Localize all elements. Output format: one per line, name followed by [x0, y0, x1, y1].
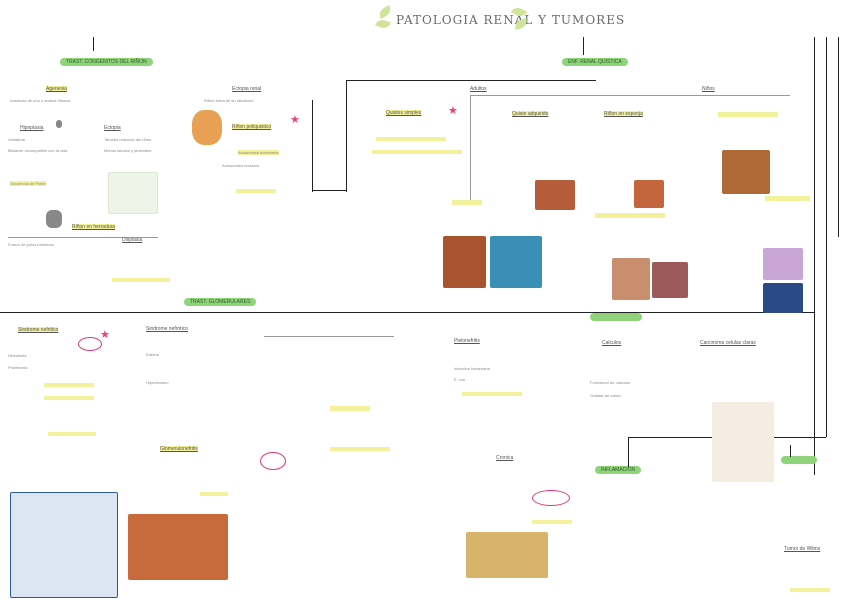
header-ectopia: Ectopia: [104, 125, 121, 131]
highlight-circle: [532, 490, 570, 506]
text-poliq-note: [236, 189, 276, 193]
header-quistes-simples: Quistes simples: [386, 110, 422, 116]
header-gn-sub3: [340, 340, 372, 345]
text-ectopia: Riñon fuera de su ubicacion: [204, 98, 254, 103]
text-tamano: Tamaño reducido del riñon: [104, 137, 152, 142]
text-infeccion: Infeccion bacteriana: [454, 366, 490, 371]
header-cronica: Cronica: [496, 455, 514, 461]
kidney-photo: [634, 180, 664, 208]
text-note-a: [44, 383, 94, 387]
header-gn-sub2: [250, 340, 282, 345]
text-unilateral: Unilateral: [8, 137, 25, 142]
header-quiste-adquirido: Quiste adquirido: [512, 111, 549, 117]
kidney-photo: [652, 262, 688, 298]
header-adultos: Adultos: [470, 86, 487, 92]
text-edema: Edema: [146, 352, 159, 357]
header-medular: Riñon en esponja: [604, 111, 643, 117]
header-poliquistico: Riñon poliquistico: [232, 124, 272, 130]
header-displasia: Displasia: [122, 237, 143, 243]
highlight-circle: [78, 337, 102, 351]
kidney-icon: [56, 120, 62, 128]
table-image: [10, 492, 118, 598]
header-agenesia: Agenesia: [46, 86, 67, 92]
header-gn: Glomerulonefritis: [160, 446, 198, 452]
text-potter: Secuencia de Potter: [10, 181, 47, 186]
tumor-photo: [763, 283, 803, 313]
text-lobulos: Menos lobulos y piramides: [104, 148, 152, 153]
header-pielo: [718, 112, 778, 117]
text-hematuria: Hematuria: [8, 353, 27, 358]
text-infl-note: [462, 392, 522, 396]
text-fusion: Fusion de polos inferiores: [8, 242, 54, 247]
header-poliquistosis-adulto: [452, 200, 482, 205]
kidney-photo: [612, 258, 650, 300]
star-icon: ★: [100, 329, 110, 341]
text-recesiva: Autosomica recesiva: [222, 163, 259, 168]
page-title: PATOLOGIA RENAL Y TUMORES: [396, 13, 626, 27]
header-tumor-wilms: Tumor de Wilms: [784, 546, 821, 552]
leaf-icon: [376, 5, 394, 19]
urinary-tract-diagram: [712, 402, 774, 482]
text-oxalato: Oxalato de calcio: [590, 393, 621, 398]
section-tumores: [781, 456, 817, 464]
text-proteinuria: Proteinuria: [8, 365, 28, 370]
section-inflamacion: INFLAMACION: [595, 466, 642, 474]
header-niños: Niños: [702, 86, 715, 92]
text-note-c: [48, 432, 96, 436]
highlight-circle: [260, 452, 286, 470]
text-calculos: Formacion de calculos: [590, 380, 631, 385]
kidney-photo: [722, 150, 770, 194]
text-hipertension: Hipertension: [146, 380, 169, 385]
text-ecoli: E. coli: [454, 377, 465, 382]
section-quistica: ENF. RENAL QUISTICA: [562, 58, 628, 66]
kidney-photo-large: [443, 236, 486, 288]
text-note-b: [44, 396, 94, 400]
header-pielonefritis: Pielonefritis: [454, 338, 480, 344]
header-riñon-herradura: Riñon en herradura: [72, 224, 116, 230]
section-congenitos: TRAST. CONGENITOS DEL RIÑON: [60, 58, 153, 66]
header-riñon-esponja: [595, 213, 665, 218]
text-infl-note2: [532, 520, 572, 524]
histology-photo: [763, 248, 803, 280]
header-ca-celulas: Carcinoma celulas claras: [700, 340, 756, 346]
header-sind-nefritico: Sindrome nefritico: [18, 327, 59, 333]
leaf-icon: [375, 17, 391, 31]
text-quiste-note2: [372, 150, 462, 154]
calculi-photo: [466, 532, 548, 578]
section-glomerulares: TRAST. GLOMERULARES: [184, 298, 257, 306]
kidney-photo-gn: [128, 514, 228, 580]
kidney-illustration: [192, 110, 222, 145]
header-hipoplasia: Hipoplasia: [20, 125, 44, 131]
star-icon: ★: [290, 114, 300, 126]
text-gn-note2: [330, 447, 390, 451]
text-bilateral: Bilateral: incompatible con la vida: [8, 148, 68, 153]
header-gn-sub1: [296, 326, 336, 331]
header-calculos: Calculos: [602, 340, 622, 346]
text-displasia-note: [112, 278, 170, 282]
text-gn-note: [200, 492, 228, 496]
header-sind-nefrotico: Sindrome nefrotico: [146, 326, 188, 332]
kidney-diagram: [108, 172, 158, 214]
star-icon: ★: [448, 105, 458, 117]
section-neoplasia: [590, 313, 642, 321]
text-agenesia: Ausencia de uno o ambos riñones: [10, 98, 71, 103]
header-niños-sub: [765, 196, 810, 201]
text-dominante: Autosomica dominante: [238, 150, 279, 155]
kidney-icon: [46, 210, 62, 228]
kidney-photo: [535, 180, 575, 210]
text-wilms-note: [790, 588, 830, 592]
header-gn-sub4: [330, 406, 370, 411]
kidney-photo-blue: [490, 236, 542, 288]
text-quiste-note: [376, 137, 446, 141]
header-ectopia-renal: Ectopia renal: [232, 86, 262, 92]
